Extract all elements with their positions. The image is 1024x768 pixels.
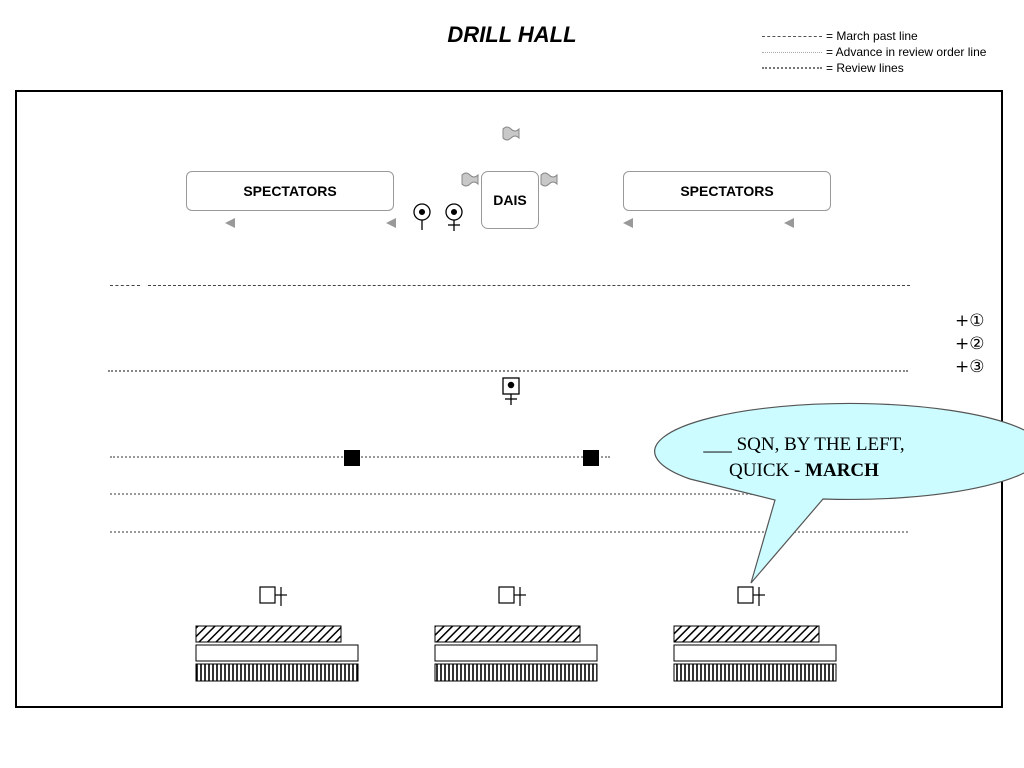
callout-line-2: QUICK - MARCH	[650, 458, 958, 484]
spectators-right: SPECTATORS	[623, 171, 831, 211]
spectators-left: SPECTATORS	[186, 171, 394, 211]
flag-icon	[540, 172, 558, 187]
word-of-command-callout	[654, 402, 1024, 584]
sqn-commander-icon	[498, 586, 526, 606]
arrow-left-icon	[623, 218, 633, 228]
march-past-line-start	[110, 285, 140, 286]
review-point-2: +②	[955, 334, 985, 354]
dais: DAIS	[481, 171, 539, 229]
advance-in-review-order-line	[108, 370, 908, 372]
arrow-left-icon	[225, 218, 235, 228]
legend-label: = March past line	[826, 29, 918, 43]
squadron-block-centre	[434, 625, 598, 682]
page-title: DRILL HALL	[447, 22, 577, 47]
legend-advance: = Advance in review order line	[762, 44, 1020, 60]
review-line-3	[110, 531, 908, 533]
flag-icon	[461, 172, 479, 187]
marker-right	[583, 450, 599, 466]
drill-hall-floor	[15, 90, 1003, 708]
legend-label: = Advance in review order line	[826, 45, 987, 59]
sqn-commander-icon	[737, 586, 765, 606]
callout-line-1: ___ SQN, BY THE LEFT,	[703, 434, 905, 455]
marker-left	[344, 450, 360, 466]
arrow-left-icon	[784, 218, 794, 228]
callout-bubble	[654, 402, 1024, 584]
sqn-commander-icon	[259, 586, 287, 606]
squadron-block-right	[673, 625, 837, 682]
parade-commander-icon	[502, 377, 520, 405]
flag-icon	[502, 126, 520, 141]
callout-text: ___ SQN, BY THE LEFT, QUICK - MARCH	[650, 432, 958, 484]
squadron-block-left	[195, 625, 359, 682]
reviewing-officer-icon	[413, 203, 431, 230]
legend-label: = Review lines	[826, 61, 904, 75]
arrow-icons	[225, 218, 794, 228]
review-line-1	[110, 456, 610, 458]
review-line-2	[110, 493, 908, 495]
legend: = March past line = Advance in review or…	[762, 28, 1020, 76]
advance-line-sample	[762, 52, 822, 53]
review-line-sample	[762, 67, 822, 69]
legend-march-past: = March past line	[762, 28, 1020, 44]
review-point-1: +①	[955, 311, 985, 331]
legend-review: = Review lines	[762, 60, 1020, 76]
arrow-left-icon	[386, 218, 396, 228]
callout-line-2-prefix: QUICK -	[729, 460, 806, 481]
march-past-line-sample	[762, 36, 822, 37]
review-point-3: +③	[955, 357, 985, 377]
callout-command-word: MARCH	[805, 460, 879, 481]
march-past-line	[148, 285, 910, 286]
officer-icon	[445, 203, 463, 231]
